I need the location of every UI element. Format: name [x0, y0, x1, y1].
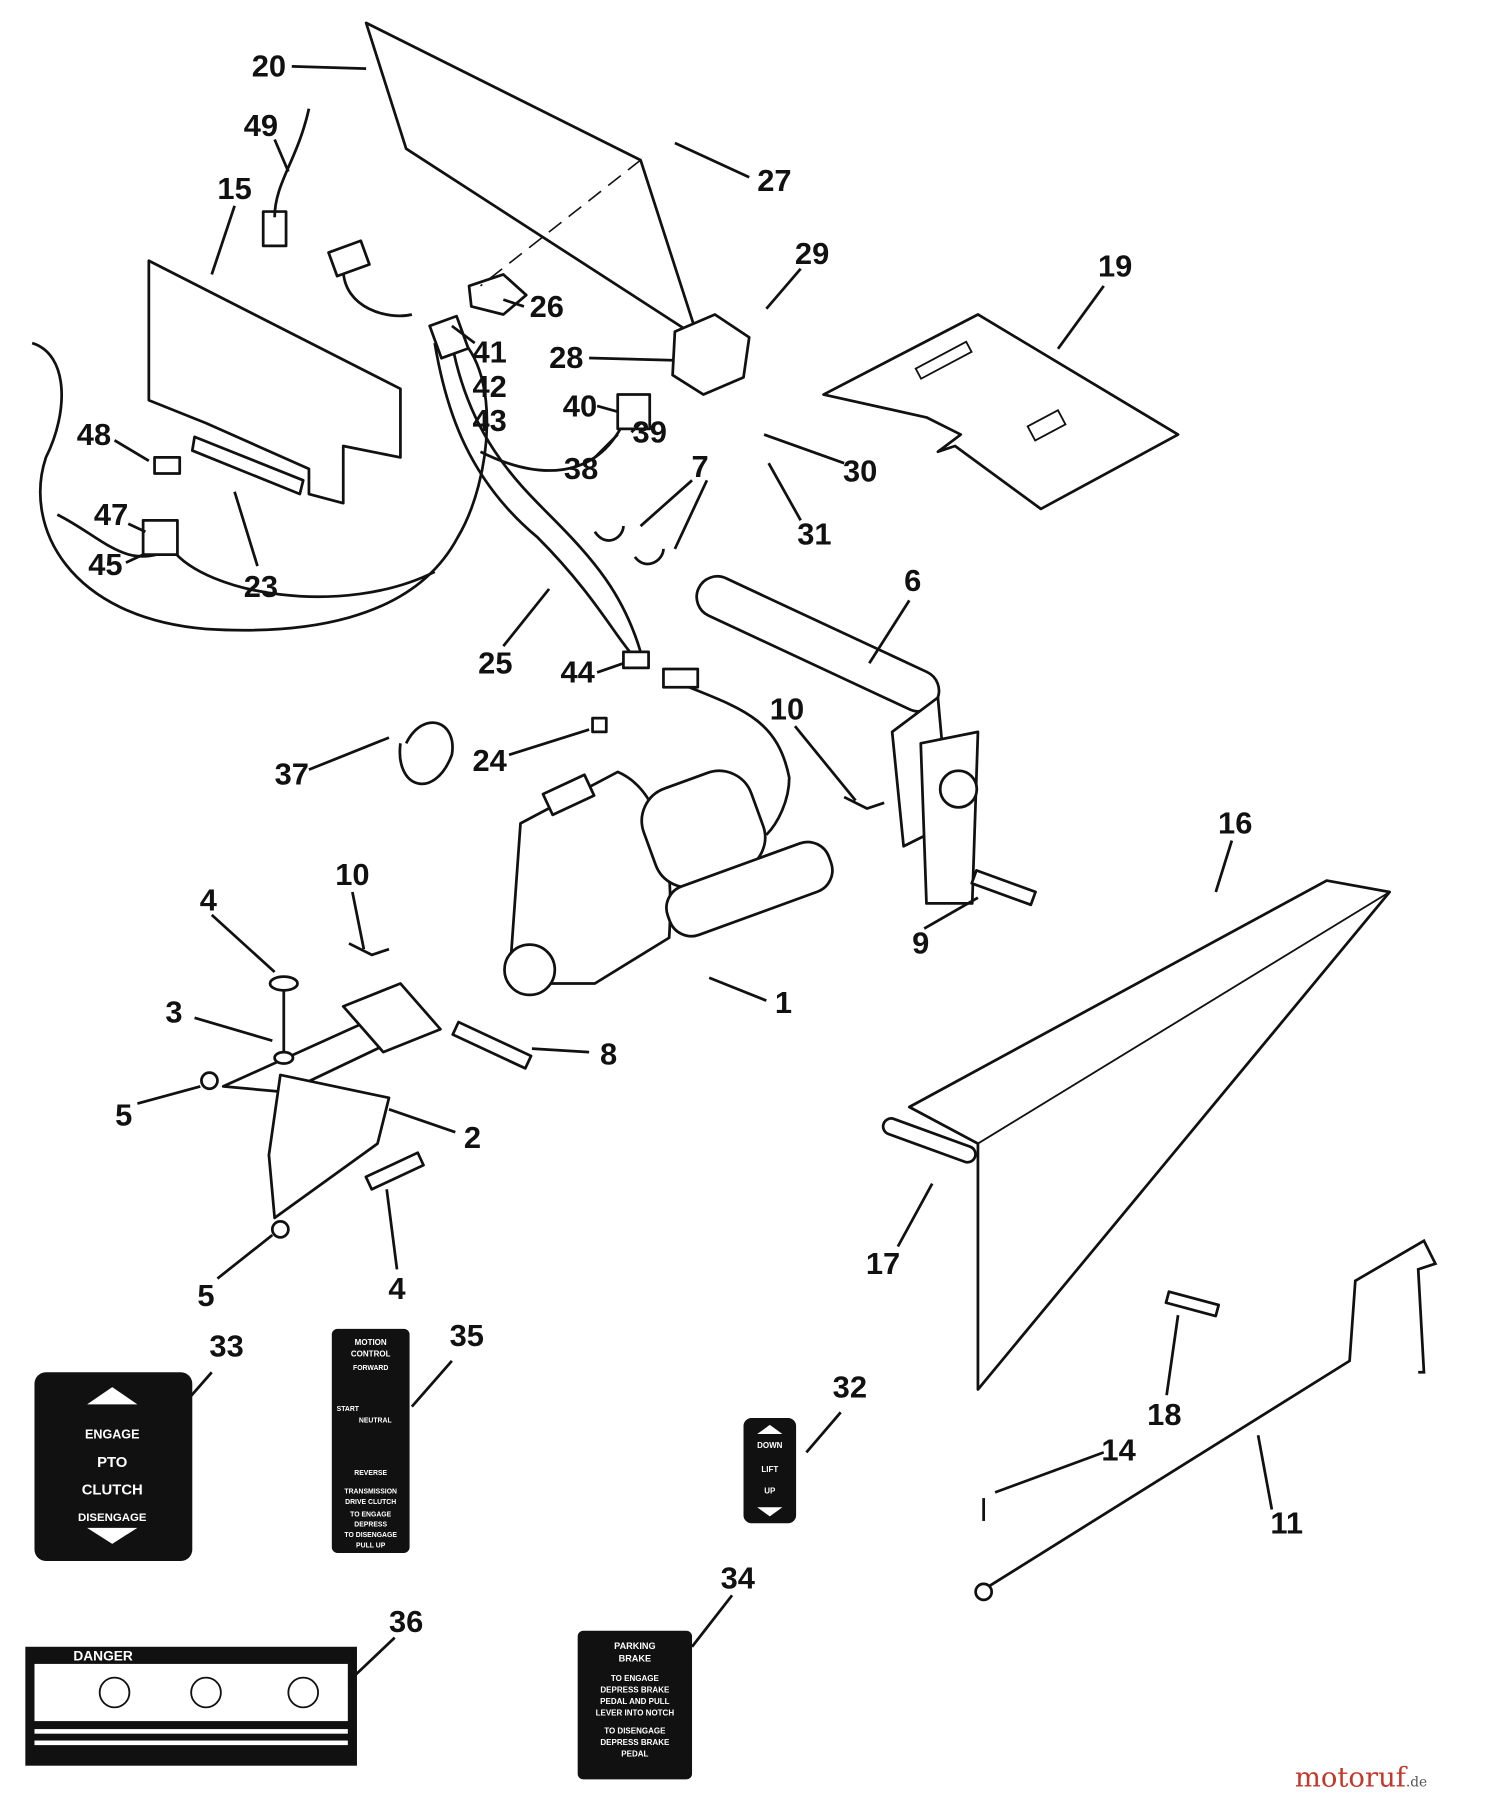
callout-11: 11 — [1270, 1506, 1303, 1541]
callout-34: 34 — [721, 1560, 755, 1595]
svg-text:CLUTCH: CLUTCH — [82, 1483, 143, 1499]
callout-16: 16 — [1218, 806, 1252, 841]
callout-17: 17 — [866, 1246, 900, 1281]
svg-text:DISENGAGE: DISENGAGE — [78, 1512, 147, 1524]
callout-44: 44 — [561, 655, 595, 690]
svg-text:UP: UP — [764, 1487, 776, 1496]
part-49-ground-wire — [273, 108, 311, 218]
svg-text:CONTROL: CONTROL — [351, 1349, 391, 1358]
callout-15: 15 — [217, 171, 251, 206]
callout-7: 7 — [691, 449, 708, 484]
svg-text:DEPRESS: DEPRESS — [354, 1522, 387, 1529]
callout-23: 23 — [244, 569, 278, 604]
callout-29: 29 — [795, 236, 829, 271]
callout-33: 33 — [209, 1328, 243, 1363]
svg-text:DOWN: DOWN — [757, 1441, 783, 1450]
callout-27: 27 — [757, 163, 791, 198]
callout-14: 14 — [1101, 1432, 1135, 1467]
callout-10: 10 — [770, 691, 804, 726]
svg-text:motoruf.de: motoruf.de — [1295, 1762, 1427, 1793]
callout-3: 3 — [165, 994, 182, 1029]
svg-text:REVERSE: REVERSE — [354, 1470, 387, 1477]
svg-text:PEDAL AND PULL: PEDAL AND PULL — [600, 1697, 669, 1706]
part-19-plate — [822, 313, 1180, 511]
callout-18: 18 — [1147, 1397, 1181, 1432]
callout-labels: 20 49 15 27 29 19 26 28 41 42 43 40 39 3… — [77, 49, 1303, 1639]
svg-text:TRANSMISSION: TRANSMISSION — [344, 1489, 397, 1496]
svg-text:START: START — [337, 1406, 360, 1413]
leader-arrows — [113, 64, 1274, 1683]
decal-36-danger: DANGER — [25, 1646, 357, 1766]
callout-10b: 10 — [335, 857, 369, 892]
svg-text:TO DISENGAGE: TO DISENGAGE — [344, 1532, 397, 1539]
callout-49: 49 — [244, 108, 278, 143]
callout-26: 26 — [530, 289, 564, 324]
part-26-switch — [467, 273, 528, 316]
svg-text:MOTION: MOTION — [355, 1338, 387, 1347]
callout-28: 28 — [549, 340, 583, 375]
hardware — [200, 525, 1221, 1318]
svg-text:DEPRESS BRAKE: DEPRESS BRAKE — [600, 1686, 670, 1695]
callout-1: 1 — [775, 985, 792, 1020]
callout-19: 19 — [1098, 249, 1132, 284]
part-11-rod — [974, 1238, 1438, 1602]
callout-37: 37 — [275, 756, 309, 791]
callout-31: 31 — [797, 516, 831, 551]
callout-32: 32 — [833, 1369, 867, 1404]
part-2-bracket — [221, 982, 442, 1220]
part-15-bracket-plate — [147, 259, 402, 505]
decal-32-lift: DOWN LIFT UP — [743, 1418, 797, 1524]
decal-34-parking-brake: PARKING BRAKE TO ENGAGE DEPRESS BRAKE PE… — [577, 1630, 693, 1780]
callout-35: 35 — [450, 1318, 484, 1353]
svg-text:DEPRESS BRAKE: DEPRESS BRAKE — [600, 1738, 670, 1747]
callout-38: 38 — [564, 451, 598, 486]
svg-text:NEUTRAL: NEUTRAL — [359, 1418, 392, 1425]
callout-8: 8 — [600, 1037, 617, 1072]
svg-text:LEVER INTO NOTCH: LEVER INTO NOTCH — [596, 1708, 675, 1717]
svg-text:DRIVE CLUTCH: DRIVE CLUTCH — [345, 1499, 396, 1506]
callout-36: 36 — [389, 1604, 423, 1639]
wiring-harness — [31, 210, 791, 836]
svg-text:PEDAL: PEDAL — [621, 1750, 648, 1759]
svg-text:PULL UP: PULL UP — [356, 1542, 386, 1549]
callout-39: 39 — [633, 415, 667, 450]
callout-6: 6 — [904, 563, 921, 598]
callout-25: 25 — [478, 646, 512, 681]
callout-41: 41 — [472, 335, 506, 370]
svg-text:DANGER: DANGER — [73, 1648, 133, 1663]
callout-5b: 5 — [197, 1278, 214, 1313]
callout-42: 42 — [472, 369, 506, 404]
part-6-tube — [695, 575, 980, 905]
svg-text:TO DISENGAGE: TO DISENGAGE — [604, 1727, 666, 1736]
part-1-actuator — [503, 769, 834, 997]
svg-text:ENGAGE: ENGAGE — [85, 1428, 139, 1442]
callout-47: 47 — [94, 497, 128, 532]
part-28-relay — [671, 313, 751, 396]
svg-text:FORWARD: FORWARD — [353, 1365, 388, 1372]
svg-text:TO ENGAGE: TO ENGAGE — [350, 1511, 391, 1518]
callout-48: 48 — [77, 417, 111, 452]
svg-text:PARKING: PARKING — [614, 1641, 655, 1651]
svg-text:PTO: PTO — [97, 1455, 127, 1471]
callout-5: 5 — [115, 1097, 132, 1132]
watermark-logo: motoruf.de — [1295, 1762, 1427, 1793]
callout-9: 9 — [912, 926, 929, 961]
callout-40: 40 — [563, 388, 597, 423]
svg-text:LIFT: LIFT — [761, 1465, 778, 1474]
callout-2: 2 — [464, 1120, 481, 1155]
decal-33-pto-clutch: ENGAGE PTO CLUTCH DISENGAGE — [34, 1372, 193, 1561]
callout-45: 45 — [88, 547, 122, 582]
callout-43: 43 — [472, 403, 506, 438]
decal-35-motion-control: MOTION CONTROL FORWARD START NEUTRAL REV… — [331, 1328, 410, 1553]
part-16-cover — [881, 879, 1391, 1391]
svg-text:BRAKE: BRAKE — [619, 1654, 651, 1664]
callout-30: 30 — [843, 453, 877, 488]
callout-24: 24 — [472, 743, 506, 778]
callout-4b: 4 — [388, 1271, 405, 1306]
callout-20: 20 — [252, 49, 286, 84]
svg-text:TO ENGAGE: TO ENGAGE — [611, 1674, 660, 1683]
callout-4: 4 — [200, 882, 217, 917]
